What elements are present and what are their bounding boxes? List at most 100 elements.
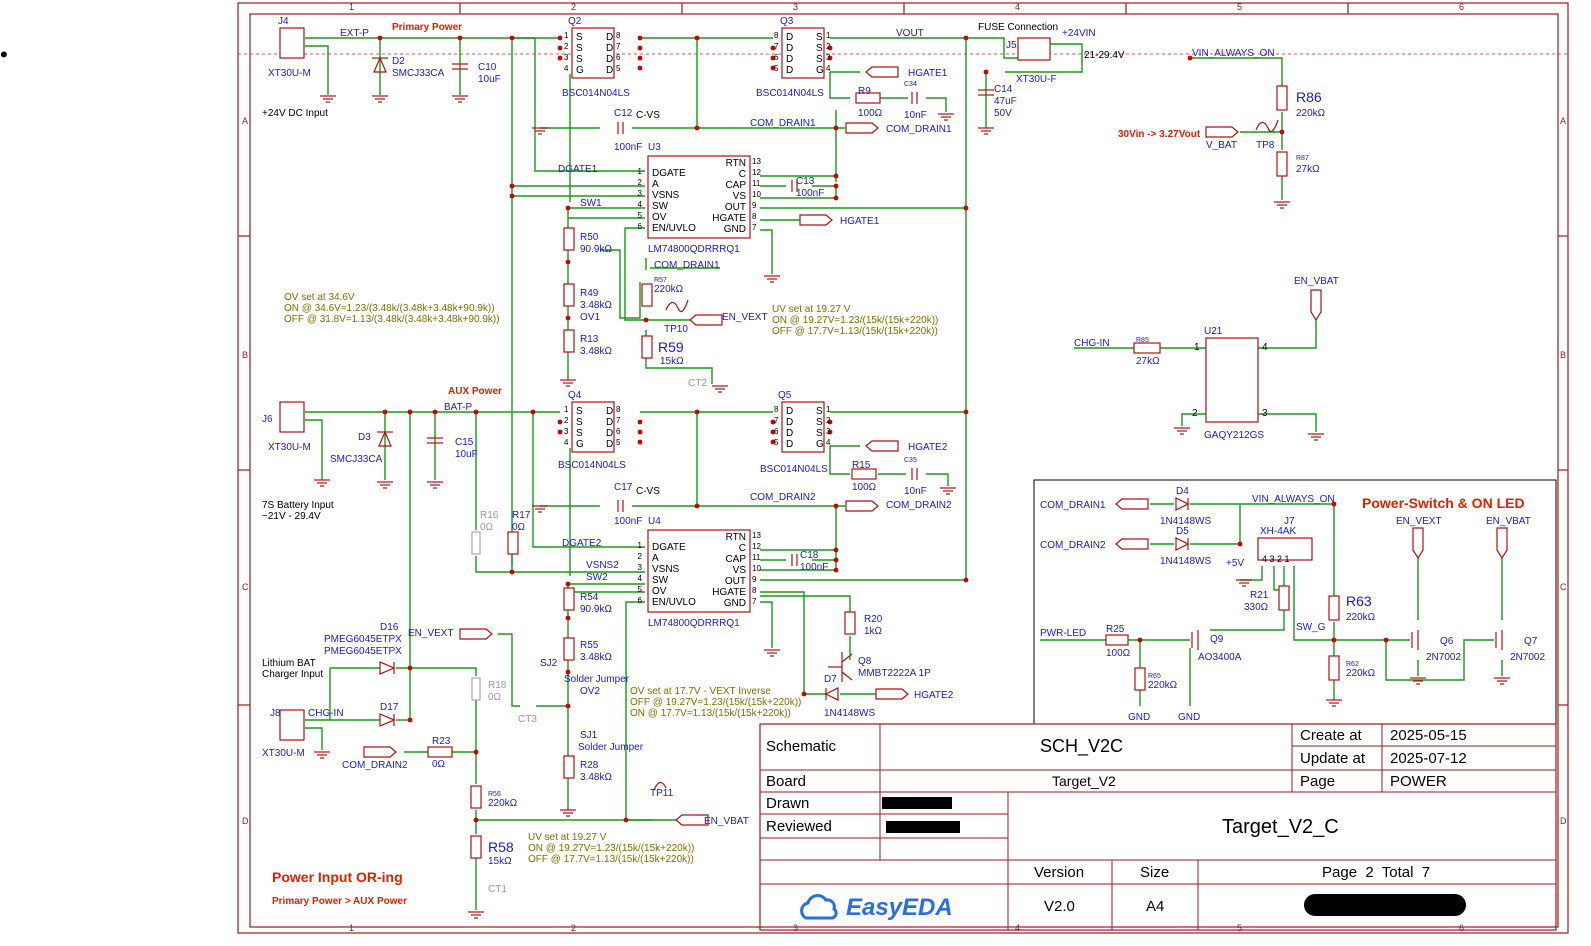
label-blocks-aux-cvs: C-VS: [636, 486, 660, 497]
label-blocks-aux-r17: R17: [512, 510, 531, 521]
label-blocks-aux-ov_note-0: OV set at 17.7V - VEXT Inverse: [630, 686, 771, 697]
label-blocks-mos_pins_l-0: S: [576, 406, 583, 417]
label-blocks-aux-d7: D7: [824, 674, 837, 685]
junction-dot: [565, 581, 571, 587]
label-blocks-mos_pins_l-3: G: [816, 439, 824, 450]
label-blocks-aux-c35_val: 10nF: [904, 486, 927, 497]
junction-dot: [833, 503, 839, 509]
junction-dot: [407, 717, 413, 723]
junction-dot: [637, 55, 643, 61]
label-blocks-ic_nums_right-0: 13: [752, 157, 761, 166]
label-blocks-switch-r63_val: 220kΩ: [1346, 612, 1376, 623]
label-blocks-primary-r49_val: 3.48kΩ: [580, 300, 612, 311]
label-blocks-aux-sj_part: Solder Jumper: [578, 742, 644, 753]
grid-col-label: 2: [571, 923, 576, 933]
label-blocks-charger-input_label-1: Charger Input: [262, 669, 323, 680]
label-blocks-charger-en: EN_VEXT: [408, 628, 454, 639]
net-flag: [845, 500, 879, 512]
label-blocks-primary-vout: VOUT: [896, 28, 924, 39]
label-blocks-aux-sj1: SJ1: [580, 730, 598, 741]
label-blocks-charger-input_label-0: Lithium BAT: [262, 658, 316, 669]
net-flag: [675, 814, 709, 826]
junction-dot: [565, 615, 571, 621]
label-blocks-mos_pins_r-0: D: [606, 32, 613, 43]
label-blocks-switch-gnd: GND: [1178, 712, 1200, 723]
junction-dot: [963, 35, 969, 41]
label-blocks-charger-r56: R56: [488, 791, 501, 798]
label-blocks-relay-part: GAQY212GS: [1204, 430, 1264, 441]
junction-dot: [833, 567, 839, 573]
label-blocks-ic_pins_right-2: CAP: [725, 180, 746, 191]
grid-col-label: 1: [349, 923, 354, 933]
label-blocks-charger-ct1: CT1: [488, 884, 507, 895]
label-blocks-mos_pins_l-1: S: [816, 417, 823, 428]
label-blocks-ic_nums_left-2: 3: [638, 189, 643, 198]
label-blocks-primary-ov: OV1: [580, 312, 600, 323]
label-blocks-mos_nums_l-1: 2: [564, 416, 569, 425]
label-blocks-vsense-note: 30Vin -> 3.27Vout: [1118, 129, 1201, 140]
label-blocks-primary-r59: R59: [658, 339, 684, 355]
label-blocks-primary-ct2: CT2: [688, 378, 707, 389]
junction-dot: [833, 173, 839, 179]
label-blocks-ic_pins_right-1: C: [739, 169, 746, 180]
label-blocks-mos_pins_l-0: S: [816, 32, 823, 43]
label-blocks-charger-uv_note-0: UV set at 19.27 V: [528, 832, 607, 843]
label-blocks-primary-c14_val: 47uF: [994, 96, 1017, 107]
junction-dot: [637, 35, 643, 41]
label-blocks-relay-pins-0: 1: [1194, 342, 1200, 353]
junction-dot: [1331, 501, 1337, 507]
grid-col-label: 6: [1459, 2, 1464, 12]
label-blocks-primary-c13: C13: [796, 176, 815, 187]
label-blocks-aux-r28_val: 3.48kΩ: [580, 772, 612, 783]
label-blocks-relay-u: U21: [1204, 326, 1223, 337]
label-blocks-ic_nums_left-2: 3: [638, 563, 643, 572]
label-blocks-ic_nums_left-1: 2: [638, 178, 643, 187]
label-blocks-mos_nums_r-0: 8: [774, 31, 779, 40]
label-blocks-ic_pins_left-5: EN/UVLO: [652, 597, 696, 608]
title-block: [759, 479, 1557, 931]
label-blocks-mos_nums_l-3: 4: [826, 64, 831, 73]
label-blocks-charger-tp11: TP11: [650, 788, 674, 799]
label-blocks-mos_nums_r-2: 6: [774, 53, 779, 62]
label-blocks-switch-r62: R62: [1346, 661, 1359, 668]
label-blocks-switch-title: Power-Switch & ON LED: [1362, 495, 1525, 511]
junction-dot: [833, 547, 839, 553]
grid-row-label: C: [242, 582, 249, 592]
junction-dot: [432, 409, 438, 415]
label-blocks-aux-r28: R28: [580, 760, 599, 771]
junction-dot: [827, 45, 833, 51]
label-blocks-charger-title: Power Input OR-ing: [272, 869, 403, 885]
grid-col-label: 4: [1015, 923, 1020, 933]
label-blocks-aux-c18: C18: [800, 550, 819, 561]
junction-dot: [801, 691, 807, 697]
junction-dot: [473, 749, 479, 755]
label-blocks-ic_nums_left-0: 1: [638, 167, 643, 176]
label-blocks-ic_pins_right-3: VS: [733, 565, 747, 576]
label-blocks-primary-fuse_title: FUSE Connection: [978, 22, 1058, 33]
label-blocks-vsense-tp8: TP8: [1256, 140, 1275, 151]
junction-dot: [770, 55, 776, 61]
label-blocks-switch-r21: R21: [1250, 590, 1269, 601]
label-blocks-mos_pins_r-0: D: [786, 32, 793, 43]
label-blocks-charger-diode_part: PMEG6045ETPX: [324, 634, 402, 645]
ground-symbols: [314, 95, 1510, 919]
label-blocks-mos_pins_r-3: D: [606, 65, 613, 76]
label-blocks-ic_pins_right-5: HGATE: [712, 213, 746, 224]
label-blocks-primary-tvs: D2: [392, 56, 405, 67]
mosfet-q2: [571, 27, 615, 79]
junction-dot: [770, 429, 776, 435]
label-blocks-aux-com_drain: COM_DRAIN2: [886, 500, 952, 511]
junction-dot: [1237, 541, 1243, 547]
label-blocks-primary-c34: C34: [904, 81, 917, 88]
label-blocks-mos_pins_r-3: D: [786, 65, 793, 76]
label-blocks-ic_pins_right-6: GND: [724, 224, 746, 235]
label-blocks-primary-ov_note-2: OFF @ 31.8V=1.13/(3.48k/(3.48k+3.48k+90.…: [284, 314, 500, 325]
mosfet-q5: [781, 401, 825, 453]
label-blocks-aux-r55: R55: [580, 640, 599, 651]
label-blocks-aux-r16: R16: [480, 510, 499, 521]
label-blocks-aux-q8_part: MMBT2222A 1P: [858, 668, 931, 679]
label-blocks-ic_pins_left-2: VSNS: [652, 190, 680, 201]
label-blocks-aux-mosfet_part: BSC014N04LS: [558, 460, 626, 471]
label-blocks-mos_pins_l-0: S: [816, 406, 823, 417]
